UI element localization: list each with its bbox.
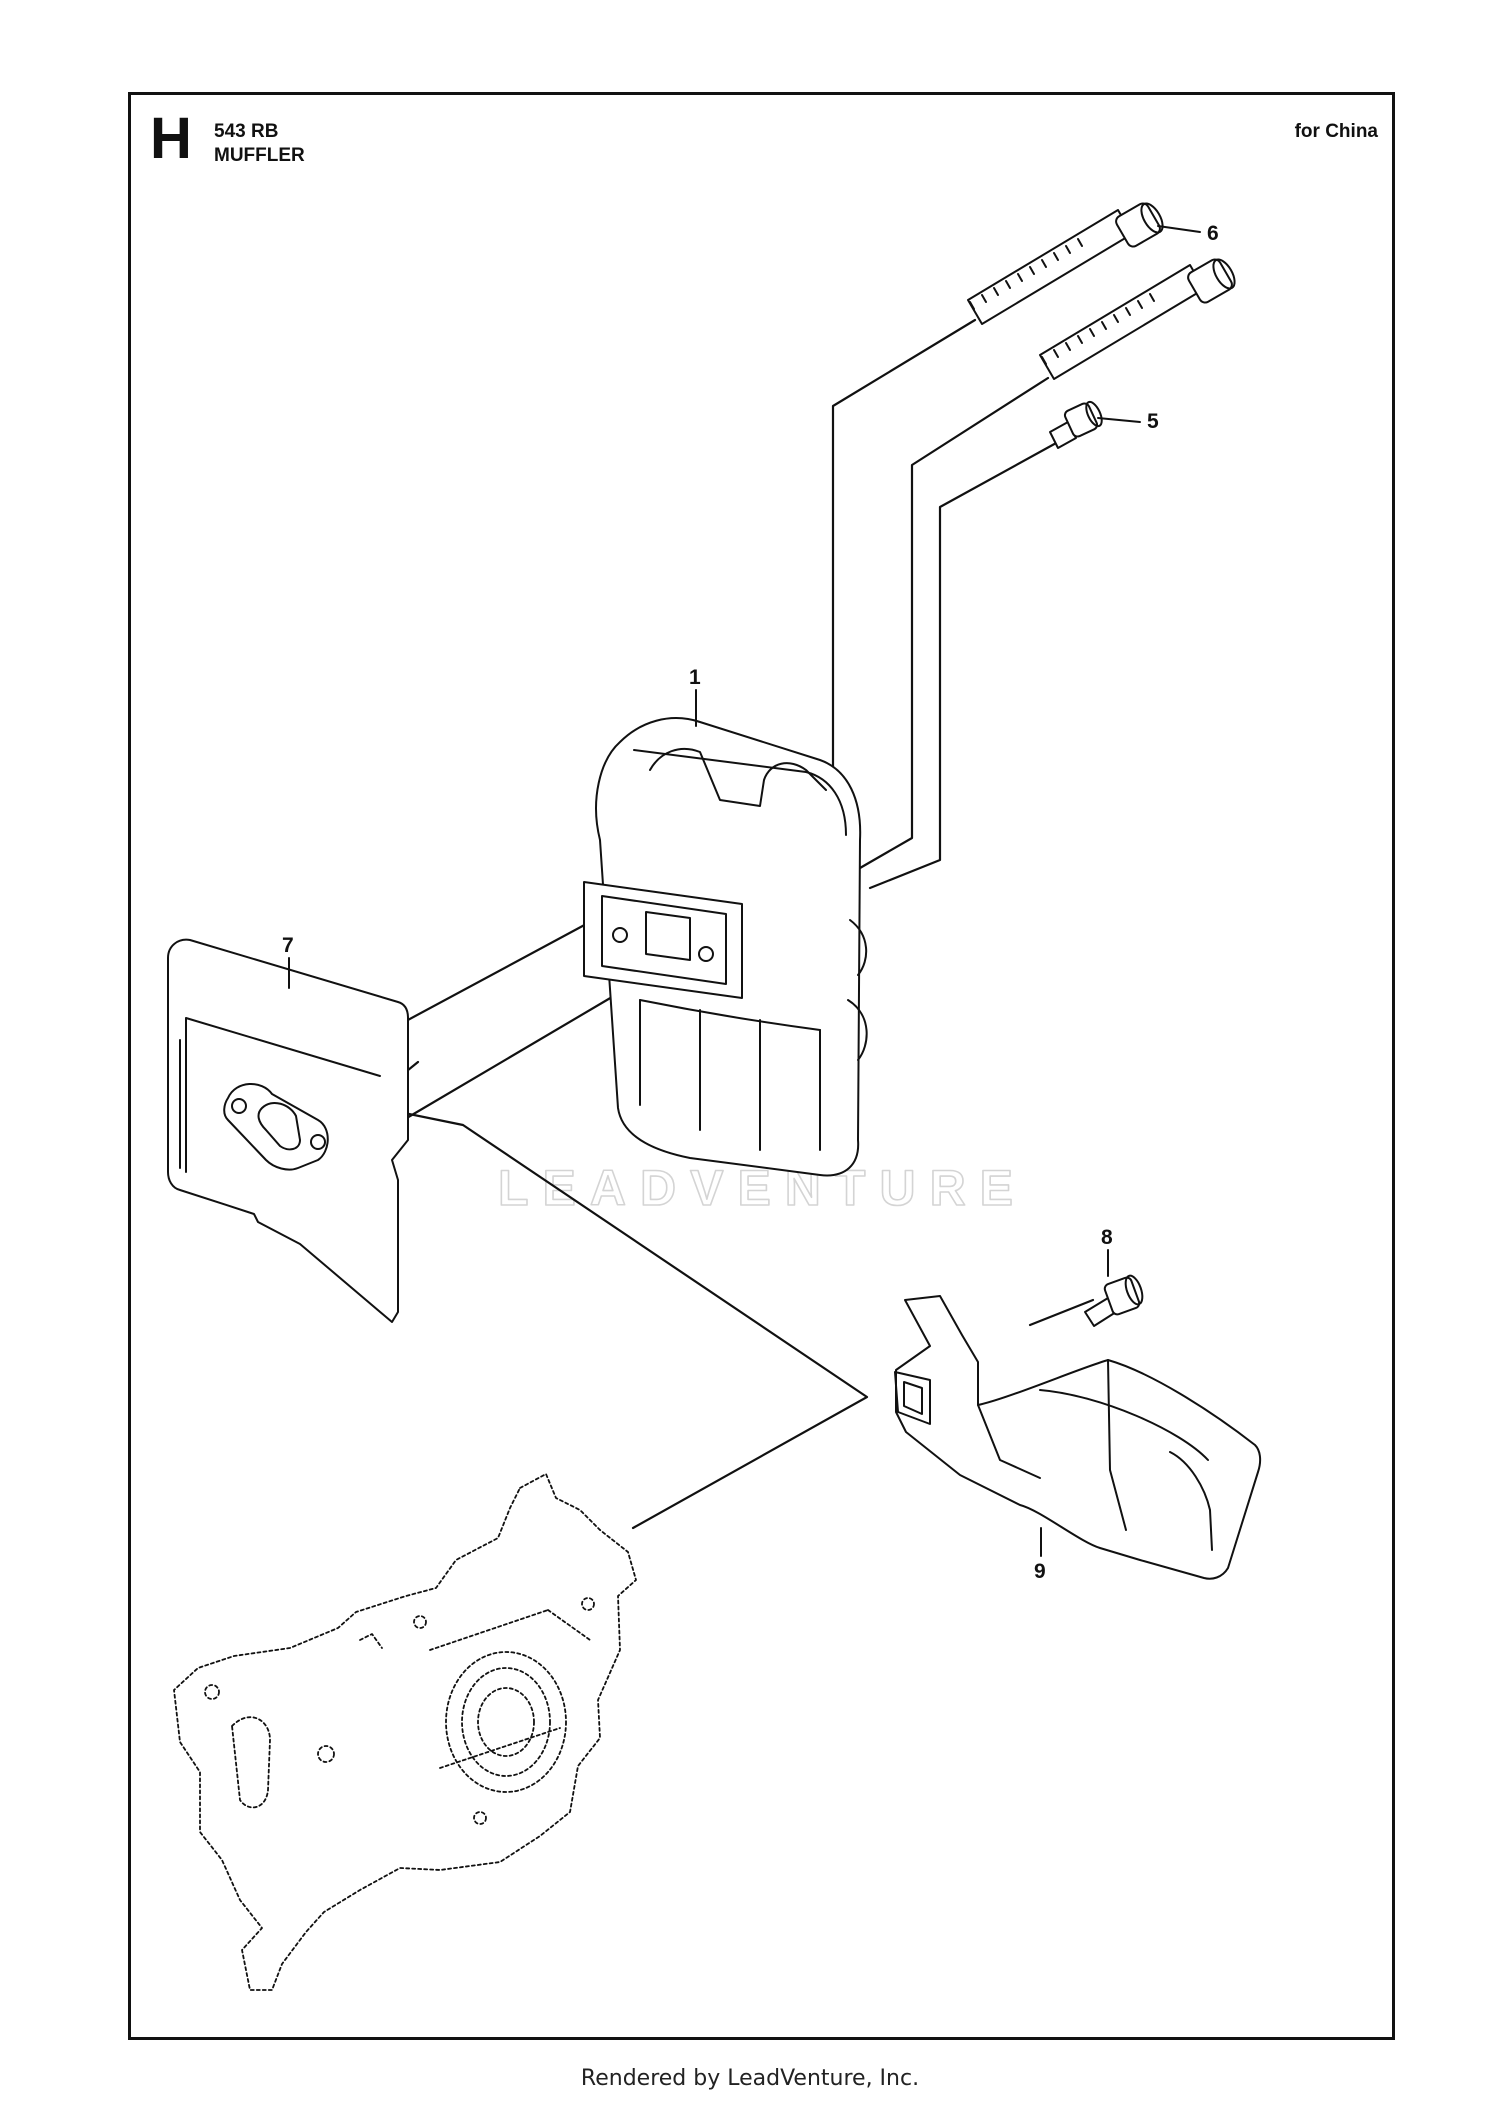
svg-text:6: 6 [1207, 222, 1219, 245]
section-letter: H [150, 106, 192, 171]
bolt-long-lower [1039, 258, 1236, 380]
section-title: MUFFLER [214, 145, 305, 166]
muffler-cover [894, 1295, 1262, 1580]
svg-text:8: 8 [1101, 1226, 1113, 1249]
callout-5: 5 [1097, 410, 1159, 433]
model-number: 543 RB [214, 121, 279, 142]
svg-text:1: 1 [689, 666, 701, 689]
screw-small [1049, 400, 1103, 449]
muffler-body [583, 717, 868, 1177]
footer-credit: Rendered by LeadVenture, Inc. [580, 2066, 920, 2091]
callout-1: 1 [689, 666, 701, 727]
bolt-long-upper [967, 202, 1164, 325]
callout-6: 6 [1157, 222, 1219, 245]
engine-crankcase-reference [173, 1473, 637, 1991]
svg-text:9: 9 [1034, 1560, 1046, 1583]
region-note: for China [1294, 121, 1378, 142]
callout-7: 7 [282, 934, 294, 989]
diagram-frame [128, 92, 1395, 2040]
callout-9: 9 [1034, 1527, 1046, 1583]
callout-8: 8 [1101, 1226, 1113, 1277]
heat-shield-plate [167, 938, 409, 1323]
svg-text:7: 7 [282, 934, 294, 957]
svg-text:5: 5 [1147, 410, 1159, 433]
screw-cover [1084, 1274, 1144, 1327]
